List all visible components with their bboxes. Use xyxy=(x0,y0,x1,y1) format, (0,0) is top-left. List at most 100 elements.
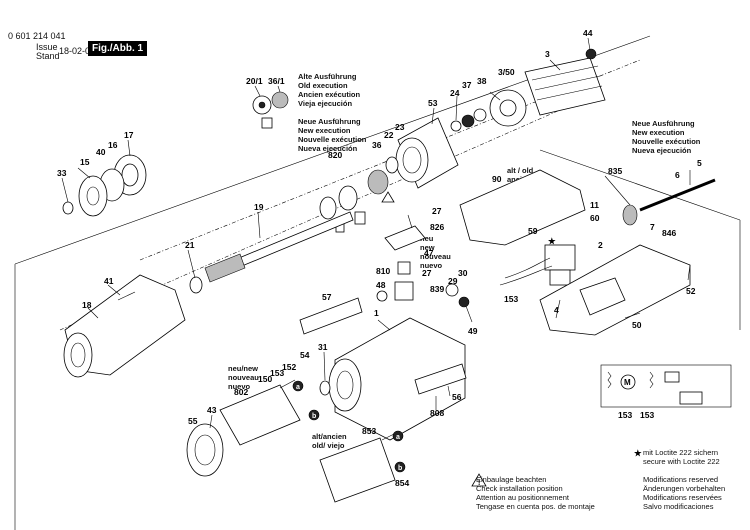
part-label-21: 21 xyxy=(185,240,195,250)
bearing-housing xyxy=(395,117,459,189)
part-label-37: 37 xyxy=(462,80,472,90)
part-label-57: 57 xyxy=(322,292,332,302)
star-mark: ★ xyxy=(548,236,557,246)
part-label-15: 15 xyxy=(80,157,90,167)
part-label-810: 810 xyxy=(376,266,390,276)
mark-a: a xyxy=(296,384,300,391)
part-label-2: 2 xyxy=(598,240,603,250)
new-gear-set xyxy=(319,156,399,233)
part-label-1: 1 xyxy=(374,308,379,318)
part-label-38: 38 xyxy=(477,76,487,86)
part-label-846: 846 xyxy=(662,228,676,238)
part-label-24: 24 xyxy=(450,88,460,98)
part-label-56: 56 xyxy=(452,392,462,402)
part-label-16: 16 xyxy=(108,140,118,150)
mark-b-circle-2 xyxy=(394,461,406,473)
part-label-47: 47 xyxy=(424,248,434,258)
part-label-53: 53 xyxy=(428,98,438,108)
part-label-33: 33 xyxy=(57,168,67,178)
part-label-55: 55 xyxy=(188,416,198,426)
part-label-29: 29 xyxy=(448,276,458,286)
part-label-27a: 27 xyxy=(432,206,442,216)
part-label-153b: 153 xyxy=(270,368,284,378)
gear-head-housing xyxy=(63,274,186,378)
part-label-19: 19 xyxy=(254,202,264,212)
part-label-52: 52 xyxy=(686,286,696,296)
spindle xyxy=(189,211,354,294)
part-label-22: 22 xyxy=(384,130,394,140)
mark-a-circle xyxy=(292,380,304,392)
front-bearing-set xyxy=(62,154,147,217)
part-label-7: 7 xyxy=(650,222,655,232)
part-label-802: 802 xyxy=(234,387,248,397)
warning-triangle-icon: ! xyxy=(471,473,487,487)
part-label-839: 839 xyxy=(430,284,444,294)
figure-label: Fig./Abb. 1 xyxy=(88,41,148,56)
part-label-3: 3 xyxy=(545,49,550,59)
issue-label: Issue xyxy=(36,42,58,52)
mark-a-2: a xyxy=(396,434,400,441)
part-label-835: 835 xyxy=(608,166,622,176)
part-label-153a: 153 xyxy=(504,294,518,304)
motor-housing xyxy=(299,297,467,441)
part-label-23: 23 xyxy=(395,122,405,132)
armature xyxy=(450,48,606,132)
part-label-50: 50 xyxy=(632,320,642,330)
part-label-6: 6 xyxy=(675,170,680,180)
part-label-36: 36 xyxy=(372,140,382,150)
part-label-18: 18 xyxy=(82,300,92,310)
warning-triangle-icon-inline xyxy=(381,191,395,203)
part-label-153d: 153 xyxy=(640,410,654,420)
part-number-labels: 44 3 3/50 38 37 24 53 20/1 36/1 17 16 40… xyxy=(57,28,702,488)
part-label-826: 826 xyxy=(430,222,444,232)
part-label-27b: 27 xyxy=(422,268,432,278)
part-label-152: 152 xyxy=(282,362,296,372)
part-label-90: 90 xyxy=(492,174,502,184)
part-label-20-1: 20/1 xyxy=(246,76,263,86)
wiring-schematic: M xyxy=(600,364,732,408)
part-label-41: 41 xyxy=(104,276,114,286)
issue-date: 18-02-09 xyxy=(59,46,96,56)
mark-a-circle-2 xyxy=(392,430,404,442)
part-label-43: 43 xyxy=(207,405,217,415)
part-label-40: 40 xyxy=(96,147,106,157)
part-label-60: 60 xyxy=(590,213,600,223)
part-label-30: 30 xyxy=(458,268,468,278)
mark-b: b xyxy=(312,413,316,420)
part-label-4: 4 xyxy=(554,305,559,315)
part-label-150: 150 xyxy=(258,374,272,384)
part-label-11: 11 xyxy=(590,200,599,210)
part-label-49: 49 xyxy=(468,326,478,336)
switch-and-terminals xyxy=(499,244,576,286)
svg-text:M: M xyxy=(624,378,631,387)
part-label-48: 48 xyxy=(376,280,386,290)
part-label-3-50: 3/50 xyxy=(498,67,515,77)
handle-shells xyxy=(459,169,691,336)
stator-assemblies xyxy=(186,379,399,503)
part-label-854: 854 xyxy=(395,478,409,488)
small-parts xyxy=(376,214,641,319)
old-gear-set xyxy=(252,91,289,129)
part-label-153c: 153 xyxy=(618,410,632,420)
part-label-31: 31 xyxy=(318,342,328,352)
loctite-star: ★ xyxy=(634,448,643,458)
part-label-44: 44 xyxy=(583,28,593,38)
part-label-59: 59 xyxy=(528,226,538,236)
part-label-853: 853 xyxy=(362,426,376,436)
part-label-808: 808 xyxy=(430,408,444,418)
part-label-17: 17 xyxy=(124,130,134,140)
part-label-5: 5 xyxy=(697,158,702,168)
leader-lines xyxy=(61,37,691,429)
svg-text:!: ! xyxy=(478,480,480,487)
mark-b-2: b xyxy=(398,465,402,472)
